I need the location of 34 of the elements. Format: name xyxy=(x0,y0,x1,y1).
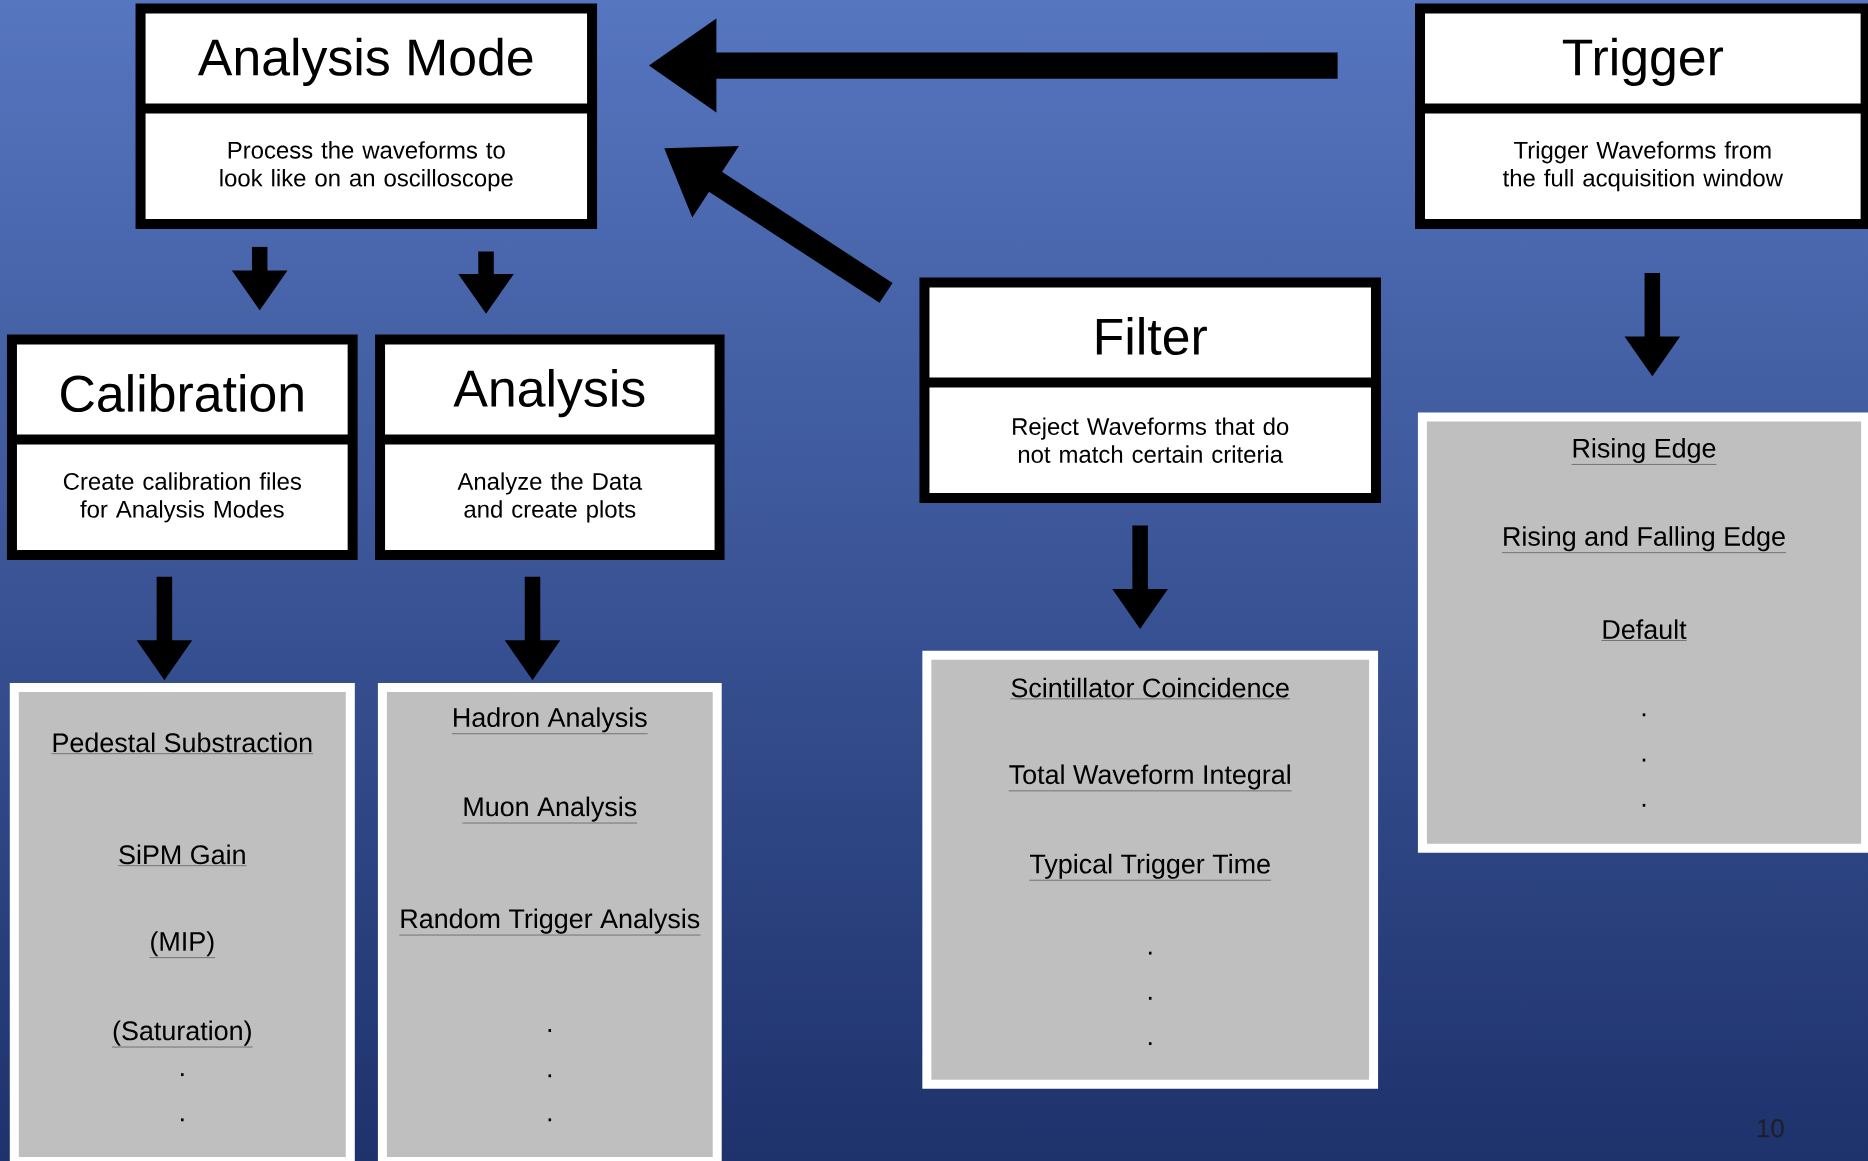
list-item: (Saturation) xyxy=(111,1020,253,1048)
list-item: Hadron Analysis xyxy=(451,707,648,734)
ellipsis-dot: . xyxy=(181,1118,184,1122)
list-item: Rising Edge xyxy=(1571,437,1717,465)
list-item: Muon Analysis xyxy=(462,796,638,824)
ellipsis-dot: . xyxy=(181,1073,184,1077)
ellipsis-dot: . xyxy=(1148,996,1152,1000)
list-panel xyxy=(9,682,355,1161)
list-item: SiPM Gain xyxy=(117,844,247,866)
list-item: Scintillator Coincidence xyxy=(1010,677,1291,700)
title-box: Analysis Analyze the Data and create plots xyxy=(375,334,725,561)
list-item: Typical Trigger Time xyxy=(1029,853,1272,881)
ellipsis-dot: . xyxy=(548,1118,552,1122)
list-item: Total Waveform Integral xyxy=(1008,764,1292,792)
title-box: Analysis Mode Process the waveforms to look like on an oscilloscope xyxy=(135,3,598,229)
page-number: 10 xyxy=(1757,1119,1784,1138)
ellipsis-dot: . xyxy=(1148,1042,1152,1046)
list-panel xyxy=(377,682,722,1161)
title-box: Trigger Trigger Waveforms from the full acquisition window xyxy=(1415,3,1868,229)
list-panel xyxy=(922,650,1379,1089)
ellipsis-dot: . xyxy=(1642,803,1646,807)
ellipsis-dot: . xyxy=(1642,758,1646,762)
ellipsis-dot: . xyxy=(1642,713,1646,717)
list-item: Rising and Falling Edge xyxy=(1501,526,1787,553)
list-panel xyxy=(1417,412,1868,853)
ellipsis-dot: . xyxy=(1148,951,1152,955)
list-item: Random Trigger Analysis xyxy=(399,908,701,936)
title-box: Calibration Create calibration files for Analysis Modes xyxy=(6,334,358,561)
title-box: Filter Reject Waveforms that do not match certain criteria xyxy=(919,277,1381,503)
list-item: (MIP) xyxy=(149,931,216,958)
list-item: Default xyxy=(1601,619,1687,641)
ellipsis-dot: . xyxy=(548,1074,552,1078)
ellipsis-dot: . xyxy=(548,1029,552,1032)
list-item: Pedestal Substraction xyxy=(51,732,314,754)
